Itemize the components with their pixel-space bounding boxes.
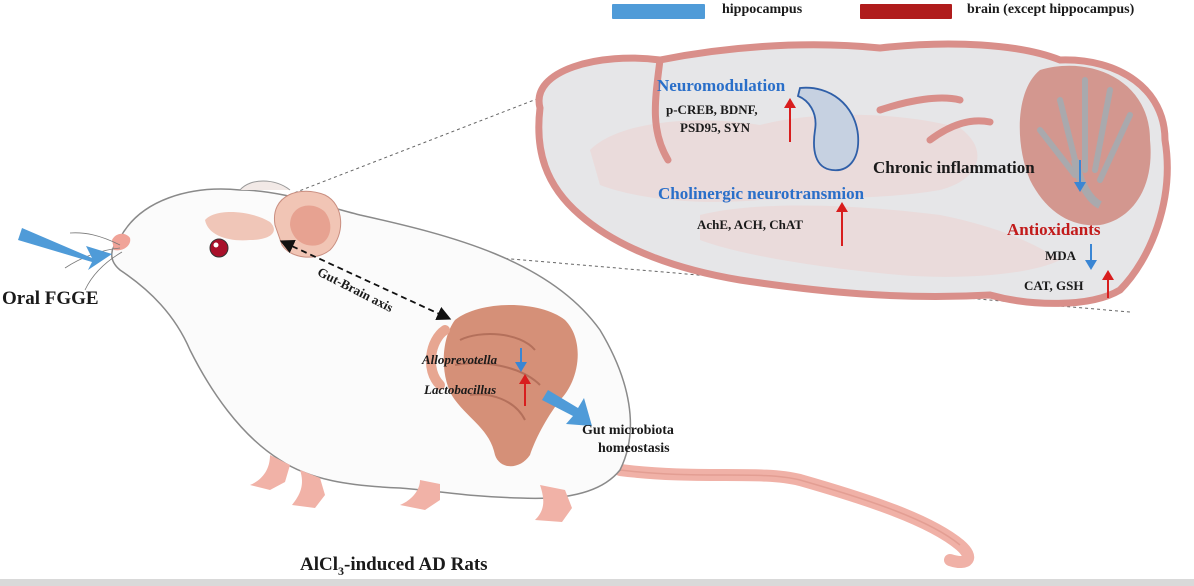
neuromodulation-markers-1: p-CREB, BDNF, [666, 102, 758, 117]
lactobacillus-label: Lactobacillus [424, 382, 497, 397]
inflammation-down-arrow [1074, 160, 1086, 192]
rats-caption-sub: 3 [338, 563, 344, 578]
gut-homeostasis-line2: homeostasis [598, 441, 670, 456]
cholinergic-up-arrow [836, 202, 848, 246]
neuromodulation-title: Neuromodulation [657, 76, 786, 95]
cat-gsh-label: CAT, GSH [1024, 278, 1084, 293]
cerebellum [1019, 65, 1151, 226]
zoom-line-top [249, 89, 561, 211]
alloprevotella-label: Alloprevotella [422, 352, 498, 367]
brain-sagittal [535, 40, 1171, 307]
hippocampus-shape [796, 86, 860, 171]
rats-caption: AlCl3-induced AD Rats [300, 554, 488, 579]
cortex-region [590, 114, 978, 202]
gut-homeostasis-line1: Gut microbiota [582, 423, 674, 438]
cholinergic-markers: AchE, ACH, ChAT [697, 217, 803, 232]
legend-swatch-hippocampus [612, 4, 705, 19]
neuromodulation-up-arrow [784, 98, 796, 142]
rat-tail-edge [619, 469, 961, 546]
oral-arrow [18, 228, 112, 270]
gut-brain-axis-arrow [279, 239, 452, 321]
legend-label-hippocampus: hippocampus [722, 2, 803, 17]
gut-illustration [425, 305, 578, 467]
cholinergic-title: Cholinergic neurotransmion [658, 184, 865, 203]
gut-homeostasis-arrow [542, 390, 592, 426]
neuromodulation-markers-2: PSD95, SYN [680, 120, 751, 135]
legend-label-brain-other: brain (except hippocampus) [967, 2, 1135, 17]
rat-head-fold [239, 180, 291, 191]
inflammation-title: Chronic inflammation [873, 158, 1035, 177]
antioxidants-title: Antioxidants [1007, 220, 1101, 239]
rat-brain-small [205, 211, 274, 241]
oral-fgge-label: Oral FGGE [2, 288, 99, 309]
mda-down-arrow [1085, 244, 1097, 270]
sulcus-1 [651, 56, 672, 164]
rat-leg-front-1 [250, 455, 290, 490]
rat-leg-back-1 [400, 480, 440, 510]
mda-label: MDA [1045, 248, 1077, 263]
bottom-strip [0, 579, 1194, 586]
rats-caption-suffix: -induced AD Rats [344, 554, 488, 575]
rat-eye [209, 238, 229, 258]
rat-leg-front-2 [292, 470, 325, 508]
rat-illustration [64, 180, 974, 568]
lactobacillus-up-arrow [519, 374, 531, 406]
cat-gsh-up-arrow [1102, 270, 1114, 298]
alloprevotella-down-arrow [515, 348, 527, 372]
sulcus-3 [926, 117, 994, 144]
brainstem-region [700, 205, 1060, 277]
rat-tail [614, 464, 974, 568]
rat-nose [112, 233, 131, 251]
legend-swatch-brain-other [860, 4, 952, 19]
sulcus-2 [876, 94, 964, 114]
rat-leg-back-2 [535, 485, 572, 522]
rats-caption-prefix: AlCl [300, 554, 338, 575]
